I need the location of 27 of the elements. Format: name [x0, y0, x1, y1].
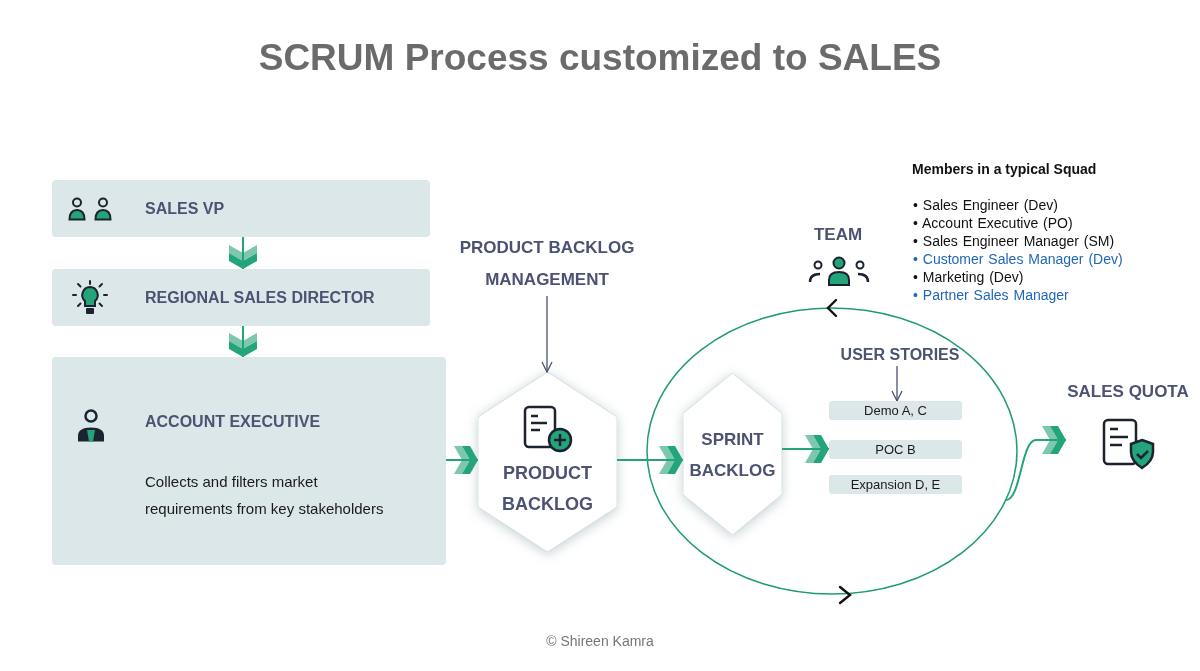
copyright-caption: © Shireen Kamra [546, 632, 654, 650]
list-item: • Sales Engineer (Dev) [913, 196, 1058, 214]
list-item: • Sales Engineer Manager (SM) [913, 232, 1115, 250]
role-title: ACCOUNT EXECUTIVE [145, 413, 321, 431]
role-band [52, 269, 430, 326]
story-item: Demo A, C [829, 401, 962, 420]
role-panel [52, 357, 446, 565]
role-title: SALES VP [145, 199, 225, 218]
stage-title: PRODUCT BACKLOG [501, 462, 594, 516]
stage-label: SALES QUOTA [1067, 381, 1189, 403]
role-title: REGIONAL SALES DIRECTOR [145, 288, 375, 307]
story-item: Expansion D, E [829, 475, 962, 494]
stage-label: USER STORIES [840, 345, 960, 365]
role-description: Collects and filters market requirements from key stakeholders [145, 472, 385, 519]
list-item: • Account Executive (PO) [913, 214, 1073, 232]
list-item: • Partner Sales Manager [913, 286, 1069, 304]
list-item: • Customer Sales Manager (Dev) [913, 250, 1123, 268]
arrow [891, 365, 903, 402]
role-band [52, 180, 430, 237]
stage-title: SPRINT BACKLOG [688, 429, 777, 482]
diagram-title: SCRUM Process customized to SALES [258, 37, 942, 79]
arrow [541, 295, 553, 373]
team-label: TEAM [813, 224, 863, 246]
list-heading: Members in a typical Squad [912, 160, 1097, 178]
list-item: • Marketing (Dev) [913, 268, 1024, 286]
stage-label: PRODUCT BACKLOG MANAGEMENT [458, 237, 636, 291]
story-item: POC B [829, 440, 962, 459]
